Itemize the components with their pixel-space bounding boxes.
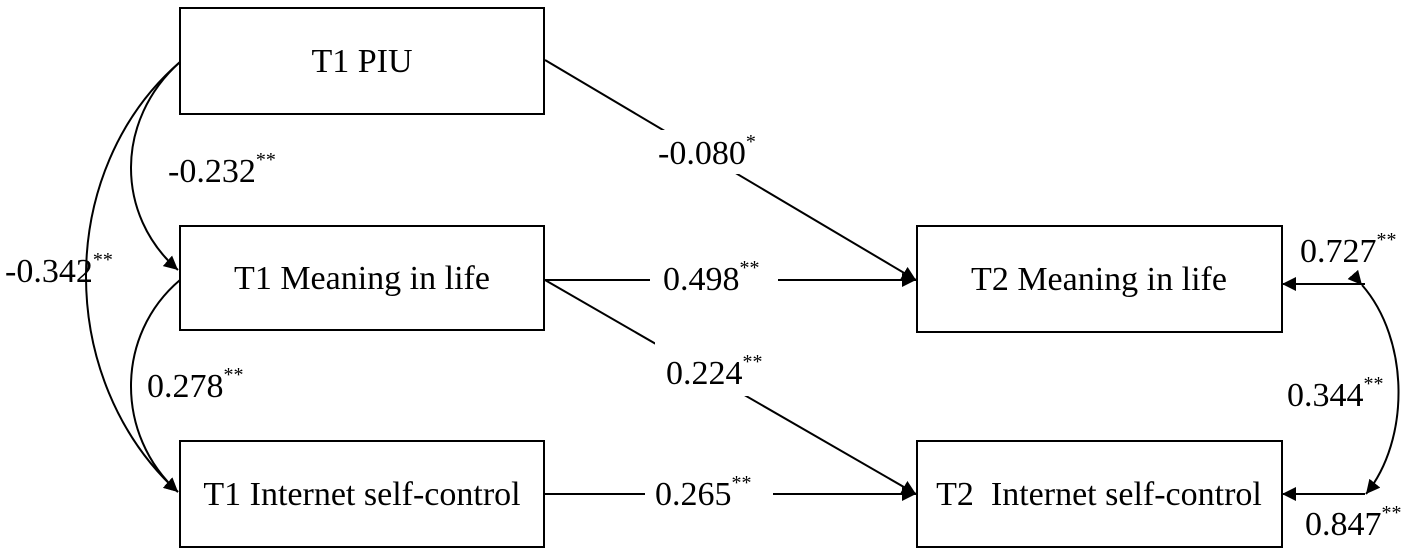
coef-piu-to-t2-meaning: -0.080* [658,131,756,172]
coef-sig: ** [1377,229,1397,251]
coef-value: -0.342 [5,253,93,290]
node-t2-meaning-in-life: T2 Meaning in life [916,225,1283,333]
coef-value: 0.278 [147,368,224,405]
coef-sig: * [746,131,756,153]
residual-t2-meaning: 0.727** [1300,229,1397,270]
coef-sig: ** [740,257,760,279]
cov-curve-piu-meaning [130,47,196,271]
node-t1-internet-self-control: T1 Internet self-control [179,440,545,548]
coef-value: 0.265 [655,476,732,513]
coef-value: 0.727 [1300,233,1377,270]
coef-meaning-to-t2-control: 0.224** [666,351,763,392]
coef-value: -0.232 [168,153,256,190]
node-label-t1-internet-self-control: T1 Internet self-control [203,476,520,513]
residual-t2-control: 0.847** [1305,502,1402,543]
cov-piu-meaning: -0.232** [168,149,276,190]
node-t1-meaning-in-life: T1 Meaning in life [179,225,545,331]
node-label-t1-piu: T1 PIU [311,43,412,80]
coef-sig: ** [224,364,244,386]
coef-sig: ** [1364,373,1384,395]
coef-sig: ** [732,472,752,494]
coef-value: 0.847 [1305,506,1382,543]
coef-sig: ** [93,249,113,271]
cov-curve-meaning-control [130,265,196,493]
node-t2-internet-self-control: T2 Internet self-control [916,440,1283,548]
node-label-t1-meaning-in-life: T1 Meaning in life [234,260,490,297]
cov-t2-residuals: 0.344** [1287,373,1384,414]
coef-sig: ** [256,149,276,171]
coef-sig: ** [743,351,763,373]
coef-control-to-t2-control: 0.265** [655,472,752,513]
cov-meaning-control: 0.278** [147,364,244,405]
coef-value: 0.344 [1287,377,1364,414]
coef-sig: ** [1382,502,1402,524]
coef-value: -0.080 [658,135,746,172]
cov-piu-control: -0.342** [5,249,113,290]
coef-value: 0.498 [663,261,740,298]
node-label-t2-internet-self-control: T2 Internet self-control [936,476,1262,513]
cov-curve-piu-control [85,61,181,493]
node-label-t2-meaning-in-life: T2 Meaning in life [971,261,1227,298]
cov-curve-t2-residuals [1347,269,1400,495]
node-t1-piu: T1 PIU [179,7,545,115]
coef-value: 0.224 [666,355,743,392]
coef-meaning-to-t2-meaning: 0.498** [663,257,760,298]
